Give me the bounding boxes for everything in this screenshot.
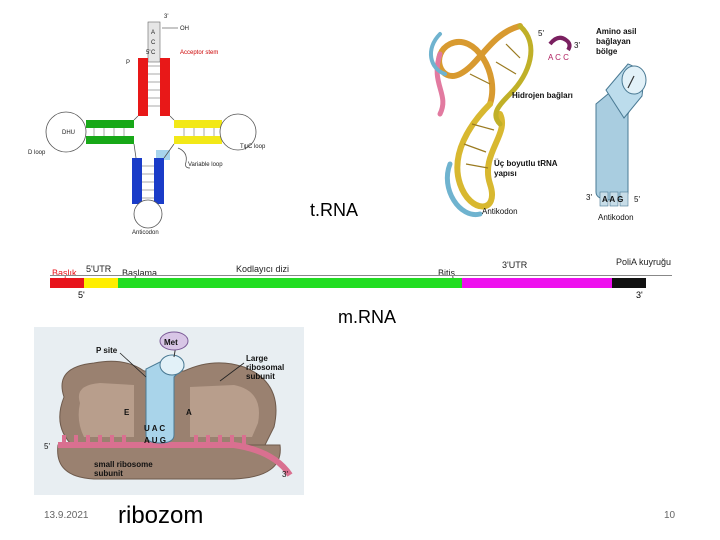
tpsic-loop-label: TψC loop — [240, 144, 266, 150]
d-loop-label: D loop — [28, 150, 46, 156]
mrna-polya-label: PoliA kuyruğu — [616, 257, 672, 267]
variable-loop: Variable loop — [156, 147, 223, 169]
trna-cloverleaf-diagram: 3' A C C OH Acceptor stem 5' P DHU D loo… — [28, 14, 266, 236]
trna-oh-label: OH — [180, 26, 189, 32]
mrna-cap-segment — [50, 278, 84, 288]
met-label: Met — [164, 338, 178, 347]
acceptor-end: 3' A C C OH Acceptor stem 5' P — [126, 14, 218, 66]
hydrogen-bond-rungs — [463, 43, 521, 169]
mrna-polya-segment — [612, 278, 646, 288]
acc-end-curve — [548, 35, 572, 52]
dhu-label: DHU — [62, 130, 75, 136]
hydrogen-bonds-label: Hidrojen bağları — [512, 91, 573, 100]
acceptor-stem-label: Acceptor stem — [180, 50, 218, 56]
anticodon-bases: U A C — [144, 424, 165, 433]
trna3d-3prime: 3' — [574, 41, 580, 50]
mrna-coding-segment — [118, 278, 462, 288]
anticodon-arm: Anticodon — [132, 158, 164, 236]
p-site-label: P site — [96, 346, 118, 355]
mrna-coding-label: Kodlayıcı dizi — [236, 264, 290, 274]
mrna-caption: m.RNA — [338, 307, 396, 327]
ribosome-caption: ribozom — [118, 502, 204, 529]
anticodon-label-left: Anticodon — [132, 230, 159, 236]
mrna-utr5-label: 5'UTR — [86, 264, 112, 274]
cylinder-5prime: 5' — [634, 195, 640, 204]
mrna-utr5-segment — [84, 278, 118, 288]
mrna-5prime: 5' — [78, 290, 85, 300]
tpsic-arm: TψC loop — [174, 113, 266, 151]
cylinder-anticodon: Antikodon — [598, 213, 634, 222]
met-bubble — [159, 331, 189, 351]
trna-base-a: A — [151, 30, 155, 36]
mrna-cap-label: Başlık — [52, 268, 77, 278]
mrna-diagram: Başlık 5'UTR Başlama Kodlayıcı dizi Biti… — [48, 254, 674, 304]
trna3d-acc: A C C — [548, 53, 569, 62]
mrna-utr3-label: 3'UTR — [502, 260, 528, 270]
acceptor-stem — [138, 58, 170, 116]
mrna-utr3-segment — [462, 278, 612, 288]
trna-cylinder-model — [595, 63, 647, 207]
cylinder-3prime: 3' — [586, 193, 592, 202]
trna3d-5prime: 5' — [538, 29, 544, 38]
trna-3prime-label: 3' — [164, 14, 168, 20]
ribosome-5prime: 5' — [44, 442, 50, 451]
mrna-3prime: 3' — [636, 290, 643, 300]
ribosome-3prime: 3' — [282, 470, 288, 479]
a-site-label: A — [186, 408, 192, 417]
variable-loop-label: Variable loop — [188, 162, 223, 168]
trna-base-c1: C — [151, 40, 156, 46]
trna-caption: t.RNA — [310, 200, 359, 220]
mrna-stop-label: Bitiş — [438, 268, 456, 278]
slide-date: 13.9.2021 — [44, 510, 89, 521]
d-arm: DHU D loop — [28, 111, 134, 156]
cylinder-aag: A A G — [602, 195, 623, 204]
e-site-label: E — [124, 408, 130, 417]
ribosome-trna — [145, 344, 185, 444]
small-subunit-shape — [57, 444, 281, 480]
trna-3d-ribbon — [429, 23, 534, 217]
trna-base-c2: C — [151, 50, 156, 56]
mrna-start-label: Başlama — [122, 268, 158, 278]
trna-p-label: P — [126, 60, 130, 66]
anticodon-label-3d: Antikodon — [482, 207, 518, 216]
codon-bases: A U G — [144, 436, 166, 445]
ribosome-mrna-strand — [58, 435, 293, 477]
trna-5prime-label: 5' — [146, 50, 150, 56]
page-number: 10 — [664, 510, 676, 521]
